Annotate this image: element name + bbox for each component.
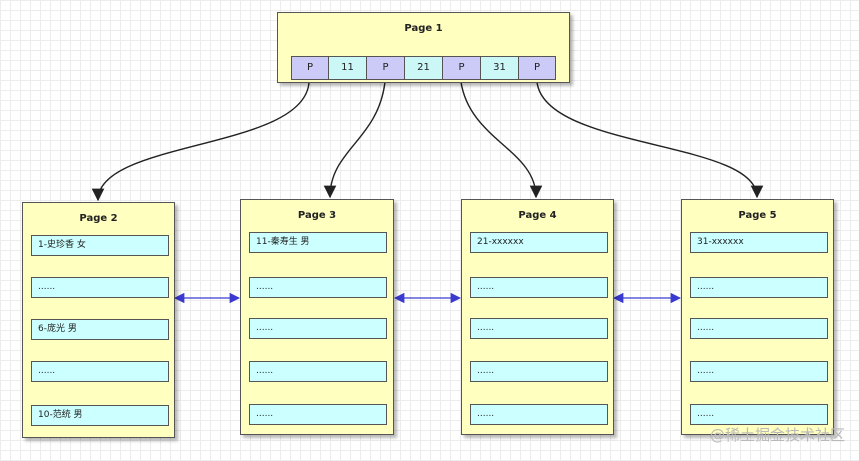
record-row: ......	[470, 404, 608, 425]
tree-edge-to-page-4	[460, 81, 543, 199]
record-row: ......	[249, 277, 387, 298]
leaf-page-5: Page 5 31-xxxxxx ...... ...... ...... ..…	[681, 199, 834, 435]
record-row: ......	[31, 361, 169, 382]
tree-edge-to-page-2	[91, 81, 310, 202]
tree-edge-to-page-3	[323, 81, 386, 199]
record-row: ......	[690, 318, 828, 339]
key-cell: 21	[404, 56, 443, 80]
record-row: ......	[470, 277, 608, 298]
page-title: Page 1	[404, 23, 443, 34]
leaf-page-2: Page 2 1-史珍香 女 ...... 6-庞光 男 ...... 10-范…	[22, 202, 175, 438]
pointer-cell: P	[518, 56, 556, 80]
record-row: 1-史珍香 女	[31, 235, 169, 256]
pointer-cell: P	[366, 56, 405, 80]
record-row: 10-范统 男	[31, 405, 169, 426]
page-title: Page 4	[518, 210, 557, 221]
record-row: ......	[31, 277, 169, 298]
record-row: ......	[470, 361, 608, 382]
record-row: ......	[249, 361, 387, 382]
root-page: Page 1 P 11 P 21 P 31 P	[277, 12, 570, 83]
tree-edge-to-page-5	[536, 81, 764, 199]
record-row: ......	[249, 318, 387, 339]
pointer-cell: P	[442, 56, 481, 80]
page-title: Page 5	[738, 210, 777, 221]
page-title: Page 3	[297, 210, 337, 221]
pointer-cell: P	[291, 56, 329, 80]
record-row: 11-秦寿生 男	[249, 232, 387, 253]
leaf-page-4: Page 4 21-xxxxxx ...... ...... ...... ..…	[461, 199, 614, 435]
record-row: 21-xxxxxx	[470, 232, 608, 253]
record-row: 6-庞光 男	[31, 319, 169, 340]
key-cell: 11	[328, 56, 367, 80]
page-title: Page 2	[79, 213, 118, 224]
record-row: 31-xxxxxx	[690, 232, 828, 253]
record-row: ......	[470, 318, 608, 339]
leaf-page-3: Page 3 11-秦寿生 男 ...... ...... ...... ...…	[240, 199, 394, 435]
record-row: ......	[249, 404, 387, 425]
watermark: @稀土掘金技术社区	[709, 426, 845, 444]
record-row: ......	[690, 361, 828, 382]
record-row: ......	[690, 404, 828, 425]
key-cell: 31	[480, 56, 519, 80]
record-row: ......	[690, 277, 828, 298]
